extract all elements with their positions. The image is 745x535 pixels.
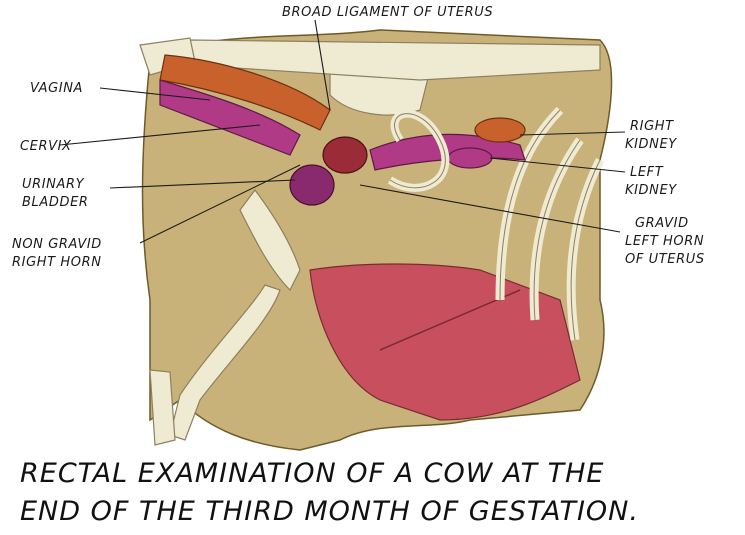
label-cervix: CERVIX [20,139,72,154]
label-right-kidney-line1: RIGHT [630,119,674,134]
caption-line-1: RECTAL EXAMINATION OF A COW AT THE [20,458,605,489]
label-broad-ligament: BROAD LIGAMENT OF UTERUS [282,5,493,20]
label-gravid-line1: GRAVID [635,216,689,231]
label-gravid-line2: LEFT HORN [625,234,704,249]
label-non-gravid-line1: NON GRAVID [12,237,102,252]
urinary-bladder [290,165,334,205]
caption-line-2: END OF THE THIRD MONTH OF GESTATION. [20,496,639,527]
label-non-gravid-line2: RIGHT HORN [12,255,102,270]
left-kidney [448,148,492,168]
label-left-kidney-line1: LEFT [630,165,664,180]
label-right-kidney-line2: KIDNEY [625,137,677,152]
label-left-kidney-line2: KIDNEY [625,183,677,198]
label-vagina: VAGINA [30,81,83,96]
label-gravid-line3: OF UTERUS [625,252,705,267]
label-urinary-bladder-line2: BLADDER [22,195,89,210]
uterus-body [323,137,367,173]
right-kidney [475,118,525,142]
label-urinary-bladder-line1: URINARY [22,177,85,192]
hock-bone [150,370,175,445]
